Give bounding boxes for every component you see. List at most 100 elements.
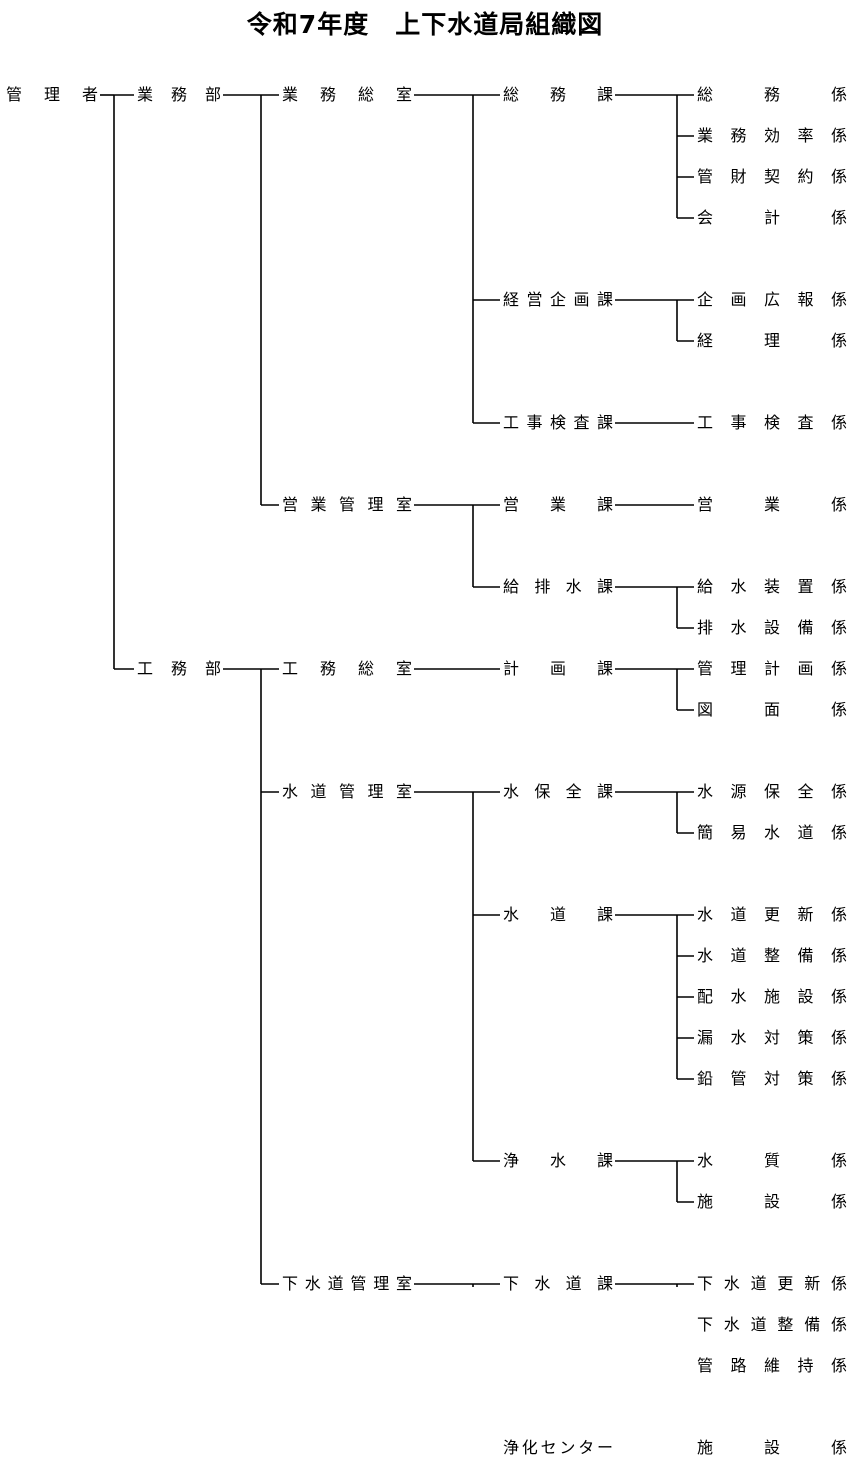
name-char: タ <box>578 1438 595 1457</box>
office-box: 水道管理室 <box>282 781 412 803</box>
name-char: 係 <box>830 208 847 227</box>
name-char: 総 <box>357 659 374 678</box>
name-char: 水 <box>730 987 747 1006</box>
section-box: 給水装置係 <box>697 576 847 598</box>
name-char: 管 <box>6 85 23 104</box>
section-box: 鉛管対策係 <box>697 1068 847 1090</box>
division-box: 工事検査課 <box>503 412 613 434</box>
name-char: 企 <box>697 290 714 309</box>
name-char: 画 <box>573 290 590 309</box>
name-char: 係 <box>830 987 847 1006</box>
name-char: 全 <box>797 782 814 801</box>
name-char: 新 <box>804 1274 821 1293</box>
name-char: 備 <box>797 618 814 637</box>
division-box: 水道課 <box>503 904 613 926</box>
name-char: 効 <box>763 126 780 145</box>
name-char: 務 <box>730 126 747 145</box>
name-char: 画 <box>549 659 566 678</box>
name-char: 係 <box>830 1274 847 1293</box>
name-char: 設 <box>797 987 814 1006</box>
name-char: 水 <box>503 905 520 924</box>
office-box: 下水道管理室 <box>282 1273 412 1295</box>
section-box: 下水道更新係 <box>697 1273 847 1295</box>
name-char: 水 <box>697 946 714 965</box>
name-char: 水 <box>697 905 714 924</box>
name-char: 係 <box>830 413 847 432</box>
name-char: 管 <box>350 1274 367 1293</box>
name-char: 水 <box>565 577 582 596</box>
name-char: 広 <box>763 290 780 309</box>
name-char: 水 <box>723 1315 740 1334</box>
name-char: 総 <box>503 85 520 104</box>
name-char: 下 <box>697 1274 714 1293</box>
name-char: 理 <box>763 331 780 350</box>
name-char: 管 <box>697 1356 714 1375</box>
section-box: 水道更新係 <box>697 904 847 926</box>
name-char: 設 <box>763 1192 780 1211</box>
name-char: 対 <box>763 1028 780 1047</box>
name-char: 契 <box>763 167 780 186</box>
division-box: 経営企画課 <box>503 289 613 311</box>
name-char: 係 <box>830 1356 847 1375</box>
org-chart: 総務係業務効率係管財契約係会計係総務課企画広報係経理係経営企画課工事検査係工事検… <box>6 84 847 1459</box>
name-char: 課 <box>596 85 613 104</box>
page-title: 令和7年度 上下水道局組織図 <box>246 10 604 39</box>
name-char: 務 <box>763 85 780 104</box>
section-box: 水源保全係 <box>697 781 847 803</box>
name-char: 道 <box>750 1315 767 1334</box>
name-char: 室 <box>395 659 412 678</box>
section-box: 管路維持係 <box>697 1355 847 1377</box>
name-char: 水 <box>549 1151 566 1170</box>
name-char: 水 <box>503 782 520 801</box>
section-box: 水質係 <box>697 1150 847 1172</box>
name-char: 画 <box>730 290 747 309</box>
name-char: 新 <box>797 905 814 924</box>
name-char: 業 <box>282 85 299 104</box>
name-char: 検 <box>549 413 566 432</box>
name-char: 業 <box>310 495 327 514</box>
name-char: 質 <box>763 1151 780 1170</box>
name-char: 整 <box>763 946 780 965</box>
name-char: 部 <box>204 659 221 678</box>
name-char: 室 <box>395 495 412 514</box>
name-char: 施 <box>763 987 780 1006</box>
name-char: 漏 <box>697 1028 714 1047</box>
name-char: 約 <box>797 167 814 186</box>
name-char: 業 <box>549 495 566 514</box>
section-box: 総務係 <box>697 84 847 106</box>
name-char: セ <box>540 1438 557 1457</box>
name-char: 計 <box>763 208 780 227</box>
name-char: 計 <box>503 659 520 678</box>
office-box: 工務総室 <box>282 658 412 680</box>
name-char: 係 <box>830 659 847 678</box>
name-char: 維 <box>763 1356 780 1375</box>
name-char: 化 <box>521 1438 538 1457</box>
name-char: 管 <box>697 167 714 186</box>
section-box: 水道整備係 <box>697 945 847 967</box>
name-char: 給 <box>503 577 520 596</box>
section-box: 施設係 <box>697 1437 847 1459</box>
name-char: 下 <box>503 1274 520 1293</box>
name-char: 事 <box>526 413 543 432</box>
name-char: 務 <box>319 659 336 678</box>
section-box: 営業係 <box>697 494 847 516</box>
name-char: 室 <box>395 782 412 801</box>
name-char: 全 <box>565 782 582 801</box>
name-char: 室 <box>395 85 412 104</box>
name-char: 係 <box>830 495 847 514</box>
name-char: 道 <box>750 1274 767 1293</box>
name-char: 易 <box>730 823 747 842</box>
name-char: 課 <box>596 413 613 432</box>
name-char: 係 <box>830 905 847 924</box>
name-char: 係 <box>830 823 847 842</box>
name-char: 施 <box>697 1438 714 1457</box>
name-char: 務 <box>170 85 187 104</box>
name-char: 鉛 <box>697 1069 714 1088</box>
name-char: 者 <box>81 85 98 104</box>
name-char: 水 <box>697 782 714 801</box>
name-char: 管 <box>697 659 714 678</box>
head-box: 管理者 <box>6 84 98 106</box>
name-char: 課 <box>596 290 613 309</box>
name-char: 道 <box>730 946 747 965</box>
name-char: 理 <box>43 85 60 104</box>
